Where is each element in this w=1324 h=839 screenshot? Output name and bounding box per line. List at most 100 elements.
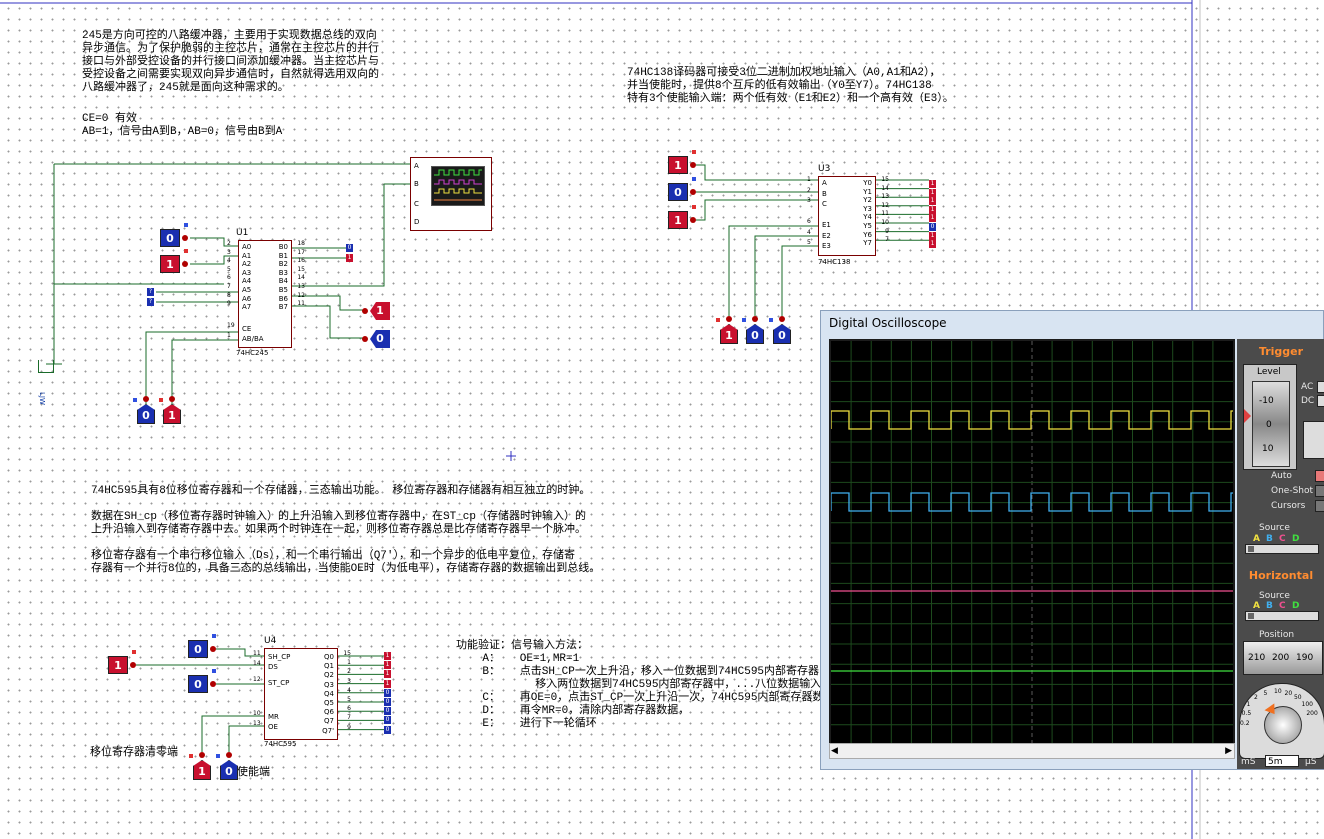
u3-c-logic-source-pin bbox=[690, 217, 696, 223]
u3-b-logic-source[interactable]: 0 bbox=[668, 183, 688, 201]
u1-right-num-3: 15 bbox=[297, 265, 305, 273]
ac-switch[interactable] bbox=[1317, 381, 1324, 393]
u4-left-label-3: MR bbox=[268, 713, 279, 721]
dial-tick-8: 100 bbox=[1301, 701, 1313, 709]
dial-tick-4: 5 bbox=[1263, 689, 1268, 697]
u1-right-label-7: B7 bbox=[278, 303, 288, 312]
trigger-source-slider[interactable] bbox=[1245, 544, 1319, 554]
u3-b-logic-source-pin bbox=[690, 189, 696, 195]
u3-a-logic-source[interactable]: 1 bbox=[668, 156, 688, 174]
u3-e3-logic-source[interactable]: 0 bbox=[773, 324, 791, 344]
trig-src-channel-c[interactable]: C bbox=[1279, 534, 1286, 544]
u3-e1-logic-source[interactable]: 1 bbox=[720, 324, 738, 344]
u4-right-label-5: Q5 bbox=[324, 699, 334, 707]
u4-left-num-0: 11 bbox=[253, 650, 261, 657]
u3-left-label-6: E3 bbox=[822, 242, 831, 250]
trig-src-channel-a[interactable]: A bbox=[1253, 534, 1260, 544]
wire-u3-c bbox=[696, 199, 818, 221]
u1-ctrl-label-1: AB/BA bbox=[242, 335, 264, 343]
u1-left-label-4: A4 bbox=[242, 277, 252, 286]
wire-u1-b5 bbox=[290, 295, 366, 311]
u1-b5-logic-probe: 1 bbox=[370, 302, 390, 320]
u3-b-logic-source-state bbox=[692, 177, 696, 181]
u1-a0-logic-source[interactable]: 0 bbox=[160, 229, 180, 247]
u4-shcp-logic-source[interactable]: 0 bbox=[188, 640, 208, 658]
auto-button[interactable] bbox=[1315, 470, 1324, 482]
u1-a1-logic-source[interactable]: 1 bbox=[160, 255, 180, 273]
u4-ds-logic-source[interactable]: 1 bbox=[108, 656, 128, 674]
wire-u1-b6 bbox=[290, 305, 366, 339]
u1-left-num-7: 9 bbox=[227, 300, 231, 308]
wire-u4-mr bbox=[201, 715, 264, 752]
hor-src-channel-a[interactable]: A bbox=[1253, 601, 1260, 611]
u3-right-label-1: Y1 bbox=[863, 187, 872, 196]
hor-src-channel-d[interactable]: D bbox=[1292, 601, 1300, 611]
u4-oe-logic-source-state bbox=[216, 754, 220, 758]
u1-right-num-7: 11 bbox=[297, 300, 305, 308]
u1-b6-logic-probe: 0 bbox=[370, 330, 390, 348]
auto-label: Auto bbox=[1271, 471, 1292, 481]
u1-left-label-6: A6 bbox=[242, 294, 252, 303]
oscilloscope-control-panel: Trigger Level -10 0 10 AC DC Auto One-Sh… bbox=[1237, 339, 1324, 769]
u3-left-label-1: B bbox=[822, 189, 827, 198]
u1-ab-logic-source[interactable]: 1 bbox=[163, 404, 181, 424]
u1-ce-logic-source-pin bbox=[143, 396, 149, 402]
one-shot-button[interactable] bbox=[1315, 485, 1324, 497]
horizontal-heading: Horizontal bbox=[1248, 569, 1314, 582]
dial-tick-0: 0.2 bbox=[1240, 720, 1250, 727]
u3-e2-logic-source[interactable]: 0 bbox=[746, 324, 764, 344]
position-knob[interactable]: 210 200 190 bbox=[1243, 641, 1323, 675]
u3-left-label-5: E2 bbox=[822, 231, 831, 240]
u4-right-num-7: 7 bbox=[347, 714, 351, 722]
level-knob[interactable]: -10 0 10 bbox=[1252, 381, 1290, 467]
hor-src-channel-c[interactable]: C bbox=[1279, 601, 1286, 611]
u3-y7-probe: 1 bbox=[929, 240, 936, 249]
wire-u1-ce bbox=[145, 331, 238, 404]
u1-right-label-6: B6 bbox=[278, 294, 288, 303]
oscilloscope-horizontal-scrollbar[interactable]: ◀ ▶ bbox=[829, 743, 1235, 759]
u1-b1-probe: 1 bbox=[346, 254, 353, 262]
u3-right-label-3: Y3 bbox=[863, 204, 872, 213]
u1-b5-logic-probe-pin bbox=[362, 308, 368, 314]
horizontal-source-slider[interactable] bbox=[1245, 611, 1319, 621]
u4-right-label-1: Q1 bbox=[324, 662, 334, 671]
u4-q5-probe: 0 bbox=[384, 698, 391, 706]
u3-left-num-1: 2 bbox=[807, 186, 811, 194]
u4-stcp-logic-source[interactable]: 0 bbox=[188, 675, 208, 693]
u1-right-label-3: B3 bbox=[278, 268, 288, 277]
u1-right-num-0: 18 bbox=[297, 240, 305, 247]
u3-right-num-0: 15 bbox=[881, 176, 889, 183]
u4-right-label-8: Q7' bbox=[322, 726, 334, 735]
digital-oscilloscope-window[interactable]: Digital Oscilloscope ◀ ▶ Trigger Level -… bbox=[820, 310, 1324, 770]
u4-oe-logic-source[interactable]: 0 bbox=[220, 760, 238, 780]
u4-mr-logic-source[interactable]: 1 bbox=[193, 760, 211, 780]
u3-e3-logic-source-state bbox=[769, 318, 773, 322]
trig-src-channel-b[interactable]: B bbox=[1266, 534, 1273, 544]
level-tick-0: 0 bbox=[1266, 420, 1272, 430]
u1-left-num-0: 2 bbox=[227, 240, 231, 247]
u1-ce-logic-source[interactable]: 0 bbox=[137, 404, 155, 424]
u1-right-num-1: 17 bbox=[297, 248, 305, 256]
u3-left-label-4: E1 bbox=[822, 221, 831, 229]
oscilloscope-instrument[interactable]: A B C D bbox=[410, 157, 492, 231]
timebase-value-field[interactable]: 5m bbox=[1265, 755, 1299, 767]
u3-right-label-7: Y7 bbox=[863, 239, 872, 248]
u4-right-label-2: Q2 bbox=[324, 671, 334, 680]
dc-switch[interactable] bbox=[1317, 395, 1324, 407]
cursors-button[interactable] bbox=[1315, 500, 1324, 512]
note-74hc245-ce: CE=0 有效 AB=1，信号由A到B，AB=0，信号由B到A bbox=[82, 113, 283, 138]
u4-right-label-3: Q3 bbox=[324, 680, 334, 689]
u3-c-logic-source[interactable]: 1 bbox=[668, 211, 688, 229]
hor-src-channel-b[interactable]: B bbox=[1266, 601, 1273, 611]
u3-y0-probe: 1 bbox=[929, 180, 936, 188]
u1-left-num-4: 6 bbox=[227, 274, 231, 282]
u4-mr-logic-source-state bbox=[189, 754, 193, 758]
position-val-210: 210 bbox=[1248, 653, 1266, 663]
trig-src-channel-d[interactable]: D bbox=[1292, 534, 1300, 544]
note-74hc245: 245是方向可控的八路缓冲器，主要用于实现数据总线的双向 异步通信。为了保护脆弱… bbox=[82, 30, 379, 94]
u3-y3-probe: 1 bbox=[929, 205, 936, 214]
